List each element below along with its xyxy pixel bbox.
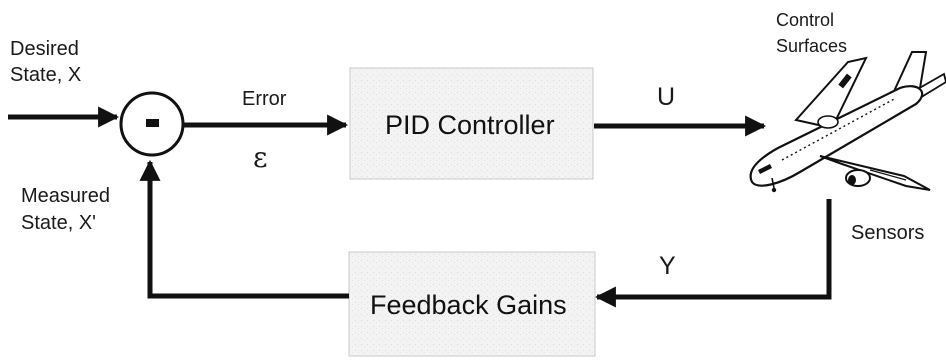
control-signal-label: U: [657, 83, 676, 111]
sensor-output-arrow: [594, 199, 832, 308]
control-surfaces-label-line1: Control: [776, 10, 835, 30]
sensors-label: Sensors: [851, 222, 925, 244]
measured-state-label-line2: State, X': [21, 212, 96, 234]
feedback-arrow: [139, 159, 349, 299]
pid-controller-label: PID Controller: [385, 110, 555, 140]
feedback-gains-block: [348, 251, 596, 357]
pid-controller-block: [349, 67, 594, 180]
measured-state-label-line1: Measured: [21, 185, 110, 207]
error-label: Error: [242, 88, 287, 110]
desired-state-label-line2: State, X: [10, 64, 82, 86]
output-signal-label: Y: [659, 252, 676, 280]
feedback-gains-label: Feedback Gains: [370, 290, 567, 320]
control-surfaces-label-line2: Surfaces: [776, 36, 848, 56]
airplane-icon: [749, 51, 946, 193]
error-symbol: ε: [253, 141, 268, 174]
desired-state-label-line1: Desired: [10, 38, 79, 60]
minus-sign-icon: [146, 119, 159, 127]
